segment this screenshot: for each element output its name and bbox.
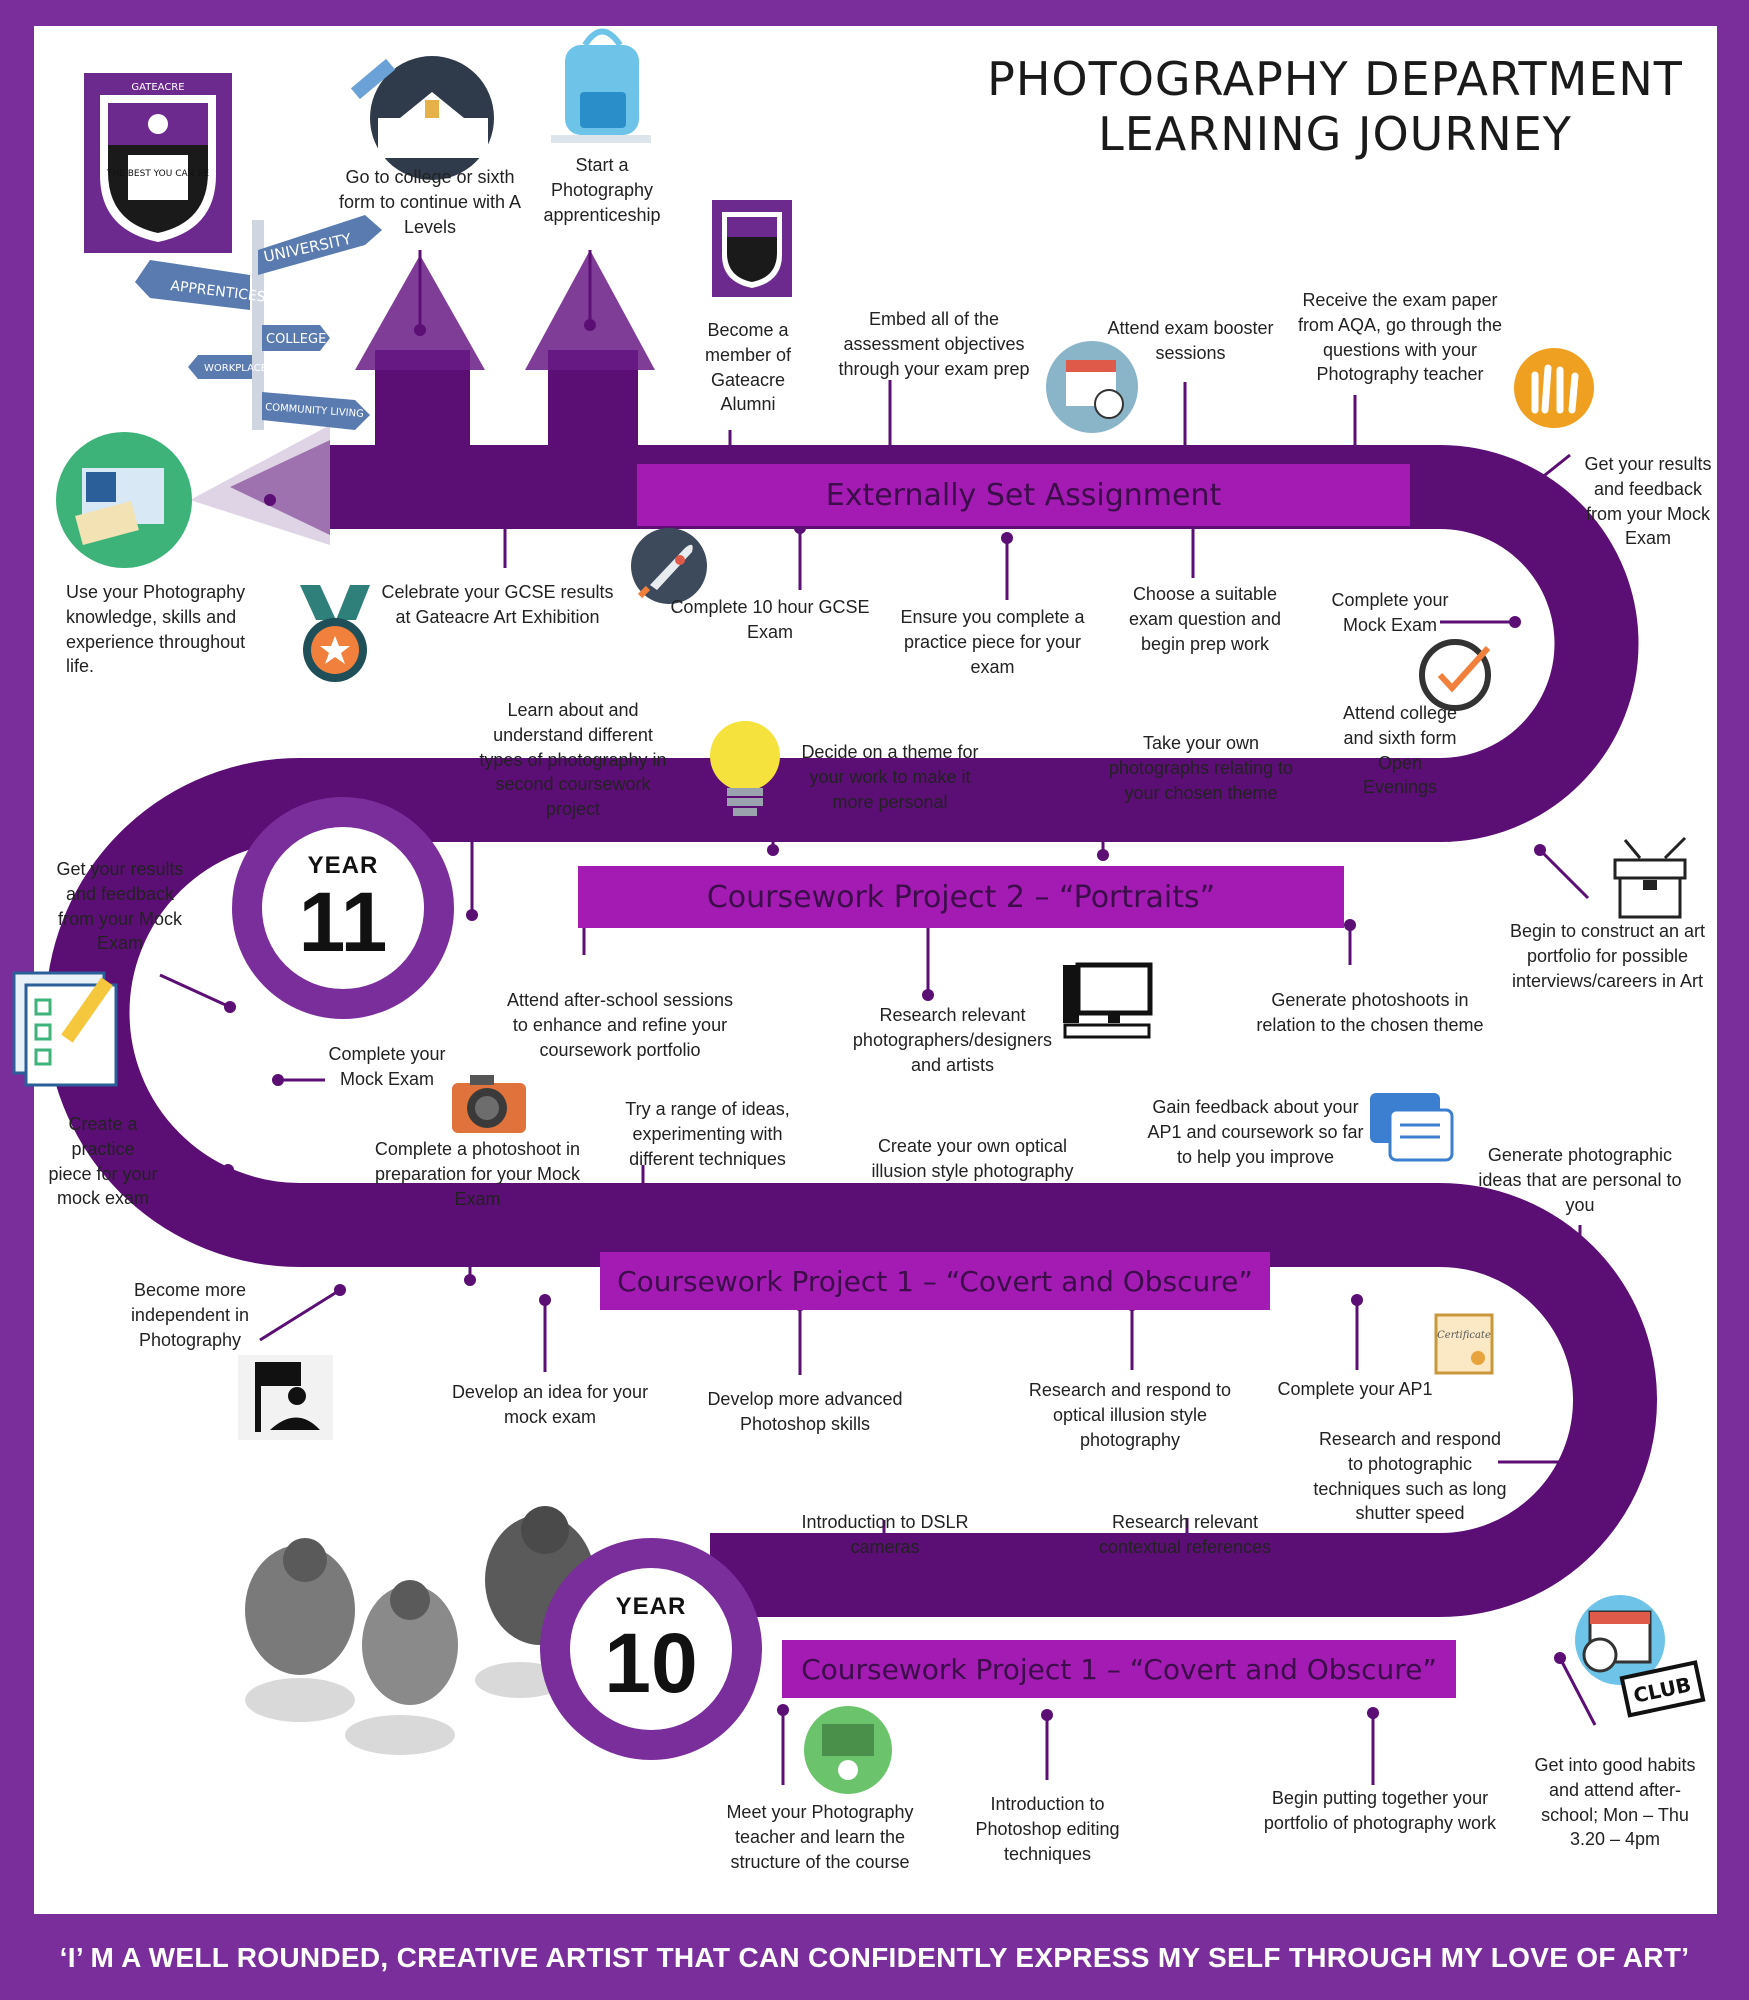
label-own-photos: Take your own photographs relating to yo… <box>1108 733 1294 803</box>
school-crest-icon: GATEACRE THE BEST YOU CAN BE <box>84 73 232 253</box>
svg-text:WORKPLACE: WORKPLACE <box>204 363 267 374</box>
label-receive: Receive the exam paper from AQA, go thro… <box>1297 290 1503 385</box>
banner-cp1-y10: Coursework Project 1 – “Covert and Obscu… <box>782 1640 1456 1698</box>
label-research-photographers: Research relevant photographers/designer… <box>852 1005 1053 1075</box>
label-habits: Get into good habits and attend after-sc… <box>1534 1755 1696 1850</box>
svg-text:GATEACRE: GATEACRE <box>131 82 184 93</box>
raised-hands-icon <box>1514 348 1594 428</box>
label-photoshoots: Generate photoshoots in relation to the … <box>1256 990 1484 1035</box>
footer-quote: ‘I’ M A WELL ROUNDED, CREATIVE ARTIST TH… <box>59 1942 1690 1973</box>
lightbulb-icon <box>710 721 780 816</box>
club-calendar-icon: CLUB <box>1575 1595 1706 1718</box>
label-results-top: Get your results and feedback from your … <box>1584 454 1712 549</box>
label-ap1: Complete your AP1 <box>1277 1379 1433 1399</box>
label-contextual: Research relevant contextual references <box>1098 1512 1272 1557</box>
label-portfolio-art: Begin to construct an art portfolio for … <box>1509 921 1706 991</box>
label-try-ideas: Try a range of ideas, experimenting with… <box>625 1099 790 1169</box>
label-optical-create: Create your own optical illusion style p… <box>871 1136 1074 1181</box>
label-develop-idea: Develop an idea for your mock exam <box>451 1382 649 1427</box>
label-apprenticeship: Start a Photography apprenticeship <box>543 155 661 225</box>
label-dslr: Introduction to DSLR cameras <box>801 1512 969 1557</box>
svg-text:COLLEGE: COLLEGE <box>266 332 326 347</box>
connector-lines <box>159 250 1597 1785</box>
label-booster: Attend exam booster sessions <box>1107 318 1274 363</box>
medal-icon <box>300 585 370 682</box>
page-title: PHOTOGRAPHY DEPARTMENT LEARNING JOURNEY <box>965 52 1705 162</box>
svg-text:THE BEST YOU CAN BE: THE BEST YOU CAN BE <box>106 169 209 179</box>
teacher-icon <box>804 1706 892 1794</box>
label-photoshop-intro: Introduction to Photoshop editing techni… <box>975 1794 1120 1864</box>
calendar-clock-icon <box>1046 341 1138 433</box>
feedback-chat-icon <box>1370 1093 1454 1162</box>
label-shutter: Research and respond to photographic tec… <box>1313 1429 1507 1524</box>
year-10-number: 10 <box>604 1616 698 1710</box>
label-college: Go to college or sixth form to continue … <box>338 167 522 237</box>
label-embed: Embed all of the assessment objectives t… <box>838 309 1030 379</box>
label-feedback-ap1: Gain feedback about your AP1 and coursew… <box>1147 1097 1364 1167</box>
banner-cp1-y11: Coursework Project 1 – “Covert and Obscu… <box>600 1252 1270 1310</box>
label-mock-left: Complete your Mock Exam <box>328 1044 446 1089</box>
portfolio-case-icon <box>1613 836 1687 919</box>
certificate-icon: Certificate <box>1434 1313 1494 1375</box>
label-choose: Choose a suitable exam question and begi… <box>1128 584 1282 654</box>
label-ten-hour: Complete 10 hour GCSE Exam <box>670 597 870 642</box>
clock-check-icon <box>1419 639 1491 711</box>
label-photoshop-adv: Develop more advanced Photoshop skills <box>707 1389 903 1434</box>
label-generate-ideas: Generate photographic ideas that are per… <box>1478 1145 1682 1215</box>
label-open-evenings: Attend college and sixth form Open Eveni… <box>1342 703 1458 798</box>
label-alumni: Become a member of Gateacre Alumni <box>704 320 792 415</box>
title-line-2: LEARNING JOURNEY <box>1098 107 1572 162</box>
svg-text:Certificate: Certificate <box>1437 1330 1491 1341</box>
year-11-number: 11 <box>298 875 388 969</box>
title-line-1: PHOTOGRAPHY DEPARTMENT <box>987 52 1683 106</box>
year-11-word: YEAR <box>307 852 379 879</box>
computer-icon <box>1063 962 1153 1039</box>
label-independent: Become more independent in Photography <box>130 1280 250 1350</box>
backpack-icon <box>551 28 651 143</box>
camera-icon <box>452 1075 526 1133</box>
flag-person-icon <box>238 1355 333 1440</box>
year-11-badge: YEAR 11 <box>232 797 454 1019</box>
label-photoshoot-prep: Complete a photoshoot in preparation for… <box>374 1139 581 1209</box>
year-10-badge: YEAR 10 <box>540 1538 762 1760</box>
year-10-word: YEAR <box>615 1593 687 1620</box>
label-results-left: Get your results and feedback from your … <box>56 859 184 954</box>
college-building-icon <box>350 56 494 180</box>
arrow-light-cone <box>190 425 330 545</box>
label-meet: Meet your Photography teacher and learn … <box>726 1802 914 1872</box>
banner-cp2: Coursework Project 2 – “Portraits” <box>578 866 1344 928</box>
label-after-school: Attend after-school sessions to enhance … <box>506 990 734 1060</box>
label-portfolio-photo: Begin putting together your portfolio of… <box>1263 1788 1497 1833</box>
label-use-knowledge: Use your Photography knowledge, skills a… <box>66 582 246 677</box>
label-mock-right: Complete your Mock Exam <box>1331 590 1449 635</box>
travel-passport-icon <box>56 432 192 568</box>
checklist-icon <box>12 971 118 1087</box>
label-optical-research: Research and respond to optical illusion… <box>1028 1380 1232 1450</box>
label-learn-types: Learn about and understand different typ… <box>479 700 667 820</box>
label-celebrate: Celebrate your GCSE results at Gateacre … <box>381 582 614 627</box>
label-theme: Decide on a theme for your work to make … <box>801 742 979 812</box>
banner-esa: Externally Set Assignment <box>637 464 1410 526</box>
small-crest-icon <box>712 200 792 297</box>
label-practice-mock: Create a practice piece for your mock ex… <box>48 1114 158 1209</box>
label-practice: Ensure you complete a practice piece for… <box>900 607 1085 677</box>
rocket-icon <box>631 528 707 604</box>
